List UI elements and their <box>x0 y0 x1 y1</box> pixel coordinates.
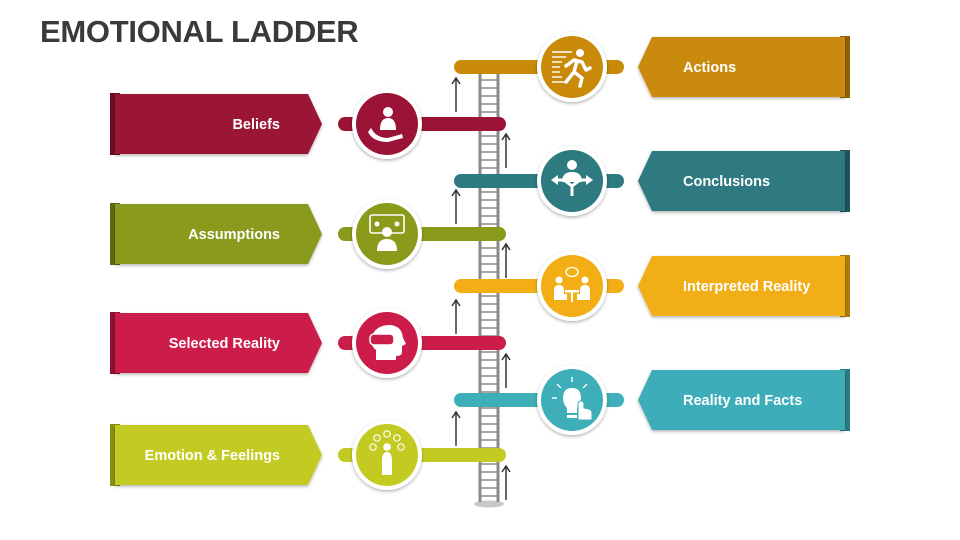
step-beliefs: Beliefs <box>110 89 506 159</box>
banner <box>115 94 322 154</box>
step-reality-and-facts: Reality and Facts <box>454 365 850 435</box>
step-label: Actions <box>683 60 736 76</box>
step-label: Selected Reality <box>169 336 280 352</box>
person-thinking-question-icon <box>369 214 405 251</box>
up-arrow-icon <box>451 76 461 112</box>
banner <box>638 151 845 211</box>
icon-circle <box>541 36 603 98</box>
page-title: EMOTIONAL LADDER <box>40 14 359 49</box>
up-arrow-icon <box>501 242 511 278</box>
banner <box>638 37 845 97</box>
step-label: Conclusions <box>683 174 770 190</box>
ladder-shadow <box>474 500 504 508</box>
step-emotion-feelings: Emotion & Feelings <box>110 420 506 490</box>
up-arrow-icon <box>451 298 461 334</box>
banner <box>638 370 845 430</box>
person-with-emotions-icon <box>369 430 405 475</box>
step-interpreted-reality: Interpreted Reality <box>454 251 850 321</box>
icon-circle <box>541 255 603 317</box>
person-decision-arrows-icon <box>551 160 593 196</box>
banner <box>638 256 845 316</box>
step-label: Emotion & Feelings <box>145 448 280 464</box>
lightbulb-hand-icon <box>552 377 593 421</box>
step-label: Assumptions <box>188 227 280 243</box>
step-assumptions: Assumptions <box>110 199 506 269</box>
up-arrow-icon <box>501 132 511 168</box>
up-arrow-icon <box>451 188 461 224</box>
step-selected-reality: Selected Reality <box>110 308 506 378</box>
banner <box>115 313 322 373</box>
hand-holding-person-icon <box>368 107 403 142</box>
up-arrows <box>451 76 511 500</box>
running-person-icon <box>552 49 592 88</box>
step-label: Reality and Facts <box>683 393 802 409</box>
step-actions: Actions <box>454 32 850 102</box>
up-arrow-icon <box>451 410 461 446</box>
step-label: Interpreted Reality <box>683 279 810 295</box>
vr-headset-head-icon <box>369 325 406 360</box>
step-conclusions: Conclusions <box>454 146 850 216</box>
step-label: Beliefs <box>232 117 280 133</box>
up-arrow-icon <box>501 464 511 500</box>
up-arrow-icon <box>501 352 511 388</box>
banner <box>115 204 322 264</box>
banner <box>115 425 322 485</box>
people-talking-table-icon <box>554 266 590 302</box>
